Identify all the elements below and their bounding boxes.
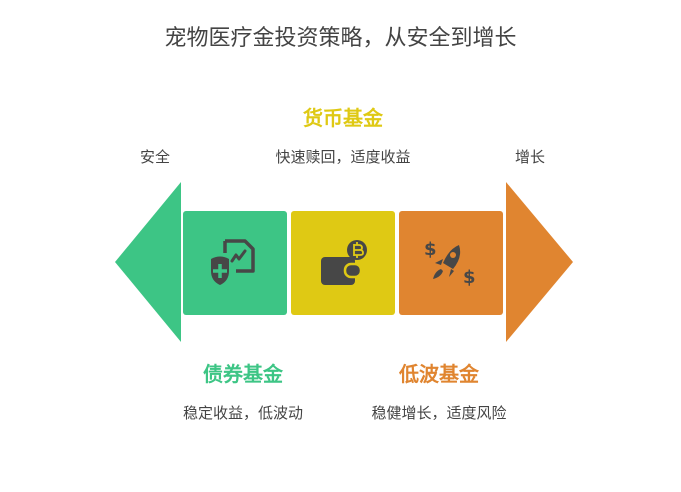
money-fund-box xyxy=(291,211,395,315)
safe-label: 安全 xyxy=(139,148,170,166)
svg-text:$: $ xyxy=(463,267,476,288)
wallet-bitcoin-icon xyxy=(321,240,367,285)
rocket-dollar-icon: $ $ xyxy=(424,239,476,288)
low-volatility-fund-heading: 低波基金 xyxy=(399,362,479,386)
page-title: 宠物医疗金投资策略，从安全到增长 xyxy=(164,26,517,51)
money-fund-description: 快速赎回，适度收益 xyxy=(275,148,411,166)
money-fund-heading: 货币基金 xyxy=(303,106,383,130)
left-arrow-head xyxy=(115,182,181,342)
svg-text:$: $ xyxy=(424,239,437,260)
shield-document-chart-icon xyxy=(211,239,255,285)
low-volatility-fund-description: 稳健增长，适度风险 xyxy=(371,404,507,422)
bond-fund-description: 稳定收益，低波动 xyxy=(182,404,303,422)
bond-fund-box xyxy=(183,211,287,315)
low-volatility-fund-box: $ $ xyxy=(399,211,503,315)
right-arrow-head xyxy=(506,182,573,342)
growth-label: 增长 xyxy=(514,148,545,166)
bond-fund-heading: 债券基金 xyxy=(203,362,283,386)
